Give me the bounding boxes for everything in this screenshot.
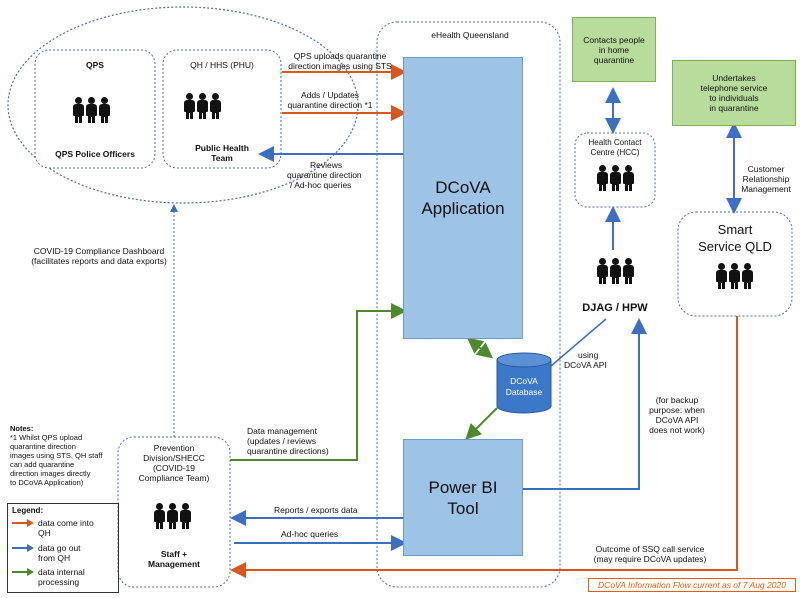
- qh-people-icon: [183, 93, 221, 119]
- notes-line-6: to DCoVA Application): [10, 478, 84, 487]
- staff-caption-1: Staff +: [160, 549, 188, 559]
- notes-line-5: direction images directly: [10, 469, 91, 478]
- data-mgmt-label-2: (updates / reviews: [247, 436, 316, 446]
- power-bi-block: Power BI Tool: [403, 439, 523, 556]
- blue-arrow-icon: [12, 543, 34, 553]
- reviews-label-3: / Ad-hoc queries: [290, 180, 352, 190]
- database-cylinder: [496, 352, 552, 414]
- qh-label: QH / HHS (PHU): [190, 60, 254, 70]
- flow-caption: DCoVA Information Flow current as of 7 A…: [588, 578, 796, 592]
- contacts-box: Contacts people in home quarantine: [572, 17, 656, 82]
- contacts-label-3: quarantine: [593, 54, 635, 65]
- ssq-label-2: Service QLD: [698, 239, 772, 254]
- notes-title: Notes:: [10, 424, 34, 433]
- hcc-label-1: Health Contact: [588, 138, 642, 147]
- legend-title: Legend:: [12, 506, 44, 515]
- backup-label-4: does not work): [649, 425, 705, 435]
- dashboard-label-1: COVID-19 Compliance Dashboard: [33, 246, 165, 256]
- hcc-people-icon: [596, 165, 634, 191]
- qps-uploads-label-1: QPS uploads quarantine: [293, 51, 387, 61]
- qh-people-caption-1: Public Health: [195, 143, 249, 153]
- backup-label-3: DCoVA API: [655, 415, 699, 425]
- djag-label: DJAG / HPW: [582, 302, 648, 314]
- power-bi-label: Power BI: [428, 477, 498, 497]
- notes-line-1: *1 Whilst QPS upload: [10, 433, 83, 442]
- telephone-label-3: to individuals: [709, 93, 759, 103]
- green-arrow-icon: [12, 567, 34, 577]
- adds-updates-label-2: quarantine direction *1: [287, 100, 373, 110]
- reports-exports-label: Reports / exports data: [274, 505, 358, 515]
- ssq-label-1: Smart: [717, 222, 753, 237]
- qps-people-caption: QPS Police Officers: [55, 149, 135, 159]
- telephone-label-4: in quarantine: [709, 103, 759, 113]
- prevention-label-2: Division/SHECC: [143, 453, 205, 463]
- data-mgmt-label-3: quarantine directions): [247, 446, 329, 456]
- contacts-label-1: Contacts people: [583, 34, 645, 45]
- legend-in-1: data come into: [38, 518, 94, 528]
- reviews-label-2: quarantine direction: [287, 170, 362, 180]
- qh-people-caption-2: Team: [211, 153, 233, 163]
- notes-line-3: images using STS, QH staff: [10, 451, 103, 460]
- db-label-2: Database: [505, 387, 543, 397]
- crm-label-3: Management: [741, 184, 791, 194]
- crm-label-2: Relationship: [742, 174, 790, 184]
- staff-caption-2: Management: [148, 559, 200, 569]
- legend-in-2: QH: [38, 528, 51, 538]
- prevention-label-4: Compliance Team): [138, 473, 210, 483]
- qps-people-icon: [72, 97, 110, 123]
- legend-out-1: data go out: [38, 543, 81, 553]
- qps-uploads-label-2: direction images using STS: [288, 61, 392, 71]
- using-api-label-2: DCoVA API: [564, 360, 607, 370]
- using-api-label-1: using: [578, 350, 599, 360]
- orange-arrow-icon: [12, 518, 34, 528]
- notes-line-4: can add quarantine: [10, 460, 75, 469]
- telephone-service-box: Undertakes telephone service to individu…: [672, 60, 796, 126]
- legend-out-2: from QH: [38, 553, 71, 563]
- ehealth-label: eHealth Queensland: [431, 30, 509, 40]
- legend-internal-1: data internal: [38, 567, 85, 577]
- adhoc-queries-label: Ad-hoc queries: [281, 529, 339, 539]
- djag-people-icon: [596, 258, 634, 284]
- adds-updates-label-1: Adds / Updates: [300, 90, 360, 100]
- prevention-label-3: (COVID-19: [152, 463, 196, 473]
- backup-label-1: (for backup: [655, 395, 699, 405]
- telephone-label-2: telephone service: [700, 83, 768, 93]
- outcome-label-2: (may require DCoVA updates): [593, 554, 707, 564]
- prevention-label-1: Prevention: [153, 443, 195, 453]
- outcome-label-1: Outcome of SSQ call service: [595, 544, 705, 554]
- staff-people-icon: [153, 503, 191, 529]
- crm-label-1: Customer: [747, 164, 785, 174]
- ssq-people-icon: [715, 263, 753, 289]
- db-label-1: DCoVA: [510, 376, 538, 386]
- backup-label-2: purpose: when: [649, 405, 705, 415]
- hcc-label-2: Centre (HCC): [590, 148, 640, 157]
- data-mgmt-label-1: Data management: [247, 426, 317, 436]
- qh-box: [162, 49, 282, 169]
- qps-label: QPS: [86, 60, 104, 70]
- tool-label: Tool: [447, 498, 479, 518]
- contacts-label-2: in home: [598, 44, 630, 55]
- dashboard-label-2: (facilitates reports and data exports): [31, 256, 167, 266]
- dcova-application-block: DCoVA Application: [403, 57, 523, 339]
- legend-internal-2: processing: [38, 577, 80, 587]
- reviews-label-1: Reviews: [310, 160, 343, 170]
- application-label: Application: [421, 199, 505, 218]
- telephone-label-1: Undertakes: [712, 73, 756, 83]
- notes-line-2: quarantine direction: [10, 442, 76, 451]
- dcova-label: DCoVA: [435, 178, 491, 197]
